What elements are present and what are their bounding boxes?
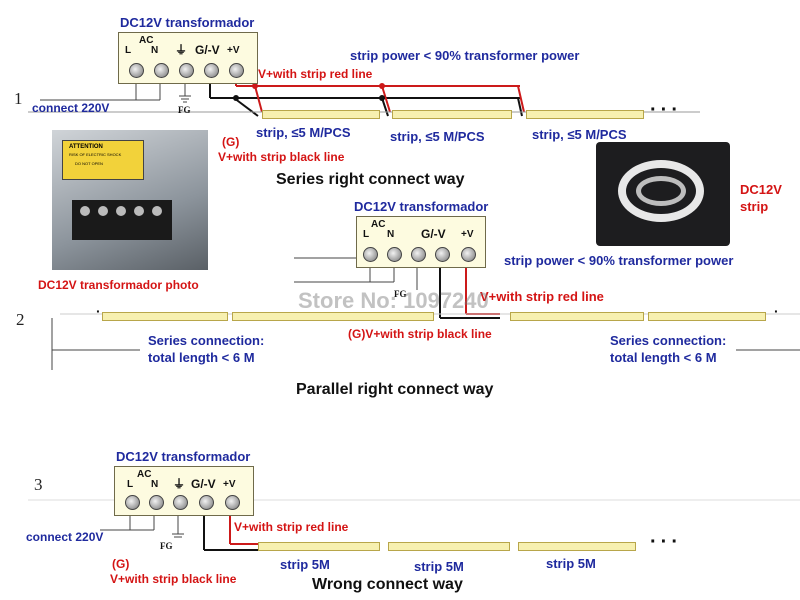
section3-number: 3 — [34, 475, 43, 494]
s2-strip-4 — [648, 312, 766, 321]
s3-v-label: +V — [223, 479, 236, 490]
s2-transformer-box: AC L N G/-V +V — [356, 216, 486, 268]
s3-continuation-dots: ··· — [650, 531, 682, 553]
s2-strip-1 — [102, 312, 228, 321]
s1-strip-2 — [392, 110, 512, 119]
s2-screw-gv — [435, 247, 450, 262]
s1-connect-label: connect 220V — [32, 101, 110, 115]
s3-strip-label-2: strip 5M — [414, 559, 464, 574]
s1-power-note: strip power < 90% transformer power — [350, 48, 580, 63]
s2-n-label: N — [387, 229, 395, 240]
s3-screw-gv — [199, 495, 214, 510]
s3-ac-label: AC — [137, 469, 152, 480]
s2-screw-v — [461, 247, 476, 262]
s1-screw-g — [179, 63, 194, 78]
s3-strip-label-1: strip 5M — [280, 557, 330, 572]
s1-black-line-label: V+with strip black line — [218, 150, 345, 164]
s3-gv-label: G/-V — [191, 477, 216, 491]
s3-fg-label: FG — [160, 541, 173, 551]
s2-ac-label: AC — [371, 219, 386, 230]
s1-caption: Series right connect way — [276, 171, 465, 188]
photo-donot: DO NOT OPEN — [75, 161, 103, 166]
s3-red-line-label: V+with strip red line — [234, 520, 349, 534]
s2-left-dot: · — [96, 303, 105, 319]
s3-strip-label-3: strip 5M — [546, 556, 596, 571]
photo-warning-text: ATTENTION — [69, 144, 103, 150]
s1-screw-gv — [204, 63, 219, 78]
s3-ground-icon: ⏚ — [173, 477, 186, 491]
s2-transformer-title: DC12V transformador — [354, 199, 489, 214]
s2-l-label: L — [363, 229, 370, 240]
s1-l-label: L — [125, 45, 132, 56]
s2-series-left-2: total length < 6 M — [148, 350, 255, 365]
section1-number: 1 — [14, 89, 23, 108]
s3-screw-v — [225, 495, 240, 510]
s1-v-label: +V — [227, 45, 240, 56]
s3-black-line-label: V+with strip black line — [110, 572, 237, 586]
s3-connect-label: connect 220V — [26, 530, 104, 544]
s1-transformer-title: DC12V transformador — [120, 15, 255, 30]
s1-strip-3 — [526, 110, 644, 119]
s2-gv-label: G/-V — [421, 227, 446, 241]
s3-strip-2 — [388, 542, 510, 551]
s2-strip-3 — [510, 312, 644, 321]
s1-screw-v — [229, 63, 244, 78]
s1-transformer-box: AC L N ⏚ G/-V +V — [118, 32, 258, 84]
s2-power-note: strip power < 90% transformer power — [504, 253, 734, 268]
s1-strip-label-1: strip, ≤5 M/PCS — [256, 125, 351, 140]
photo2-caption: DC12V strip — [740, 182, 782, 214]
photo1-caption: DC12V transformador photo — [38, 278, 199, 292]
s2-v-label: +V — [461, 229, 474, 240]
s1-g-mark: (G) — [222, 135, 240, 149]
store-watermark: Store No: 1097240 — [298, 288, 489, 313]
led-strip-photo — [596, 142, 730, 246]
photo-warning-sticker: ATTENTION RISK OF ELECTRIC SHOCK DO NOT … — [62, 140, 144, 180]
s2-screw-g — [411, 247, 426, 262]
section2-number: 2 — [16, 310, 25, 329]
s1-ac-label: AC — [139, 35, 154, 46]
s3-screw-g — [173, 495, 188, 510]
s2-strip-2 — [232, 312, 434, 321]
s2-series-right-1: Series connection: — [610, 333, 727, 348]
photo-warning-sub: RISK OF ELECTRIC SHOCK — [69, 152, 122, 157]
s1-strip-label-2: strip, ≤5 M/PCS — [390, 129, 485, 144]
s2-screw-n — [387, 247, 402, 262]
s2-series-left-1: Series connection: — [148, 333, 265, 348]
s1-n-label: N — [151, 45, 159, 56]
s2-caption: Parallel right connect way — [296, 381, 494, 398]
s3-strip-3 — [518, 542, 636, 551]
s3-screw-n — [149, 495, 164, 510]
s1-screw-n — [154, 63, 169, 78]
s1-red-line-label: V+with strip red line — [258, 67, 373, 81]
s1-ground-icon: ⏚ — [175, 43, 188, 57]
s3-transformer-title: DC12V transformador — [116, 449, 251, 464]
s3-g-mark: (G) — [112, 557, 130, 571]
s2-black-line-label: (G)V+with strip black line — [348, 327, 492, 341]
s1-fg-label: FG — [178, 105, 191, 115]
s1-gv-label: G/-V — [195, 43, 220, 57]
s3-transformer-box: AC L N ⏚ G/-V +V — [114, 466, 254, 516]
s1-screw-l — [129, 63, 144, 78]
s2-screw-l — [363, 247, 378, 262]
s3-caption: Wrong connect way — [312, 576, 463, 593]
s3-screw-l — [125, 495, 140, 510]
s3-l-label: L — [127, 479, 134, 490]
s2-fg-label: FG — [394, 289, 407, 299]
s1-continuation-dots: ··· — [650, 99, 682, 121]
s2-series-right-2: total length < 6 M — [610, 350, 717, 365]
s3-strip-1 — [258, 542, 380, 551]
s2-right-dot: · — [774, 303, 783, 319]
s2-red-line-label: V+with strip red line — [480, 289, 604, 304]
s1-strip-label-3: strip, ≤5 M/PCS — [532, 127, 627, 142]
s1-strip-1 — [262, 110, 380, 119]
transformer-photo: ATTENTION RISK OF ELECTRIC SHOCK DO NOT … — [52, 130, 208, 270]
s3-n-label: N — [151, 479, 159, 490]
